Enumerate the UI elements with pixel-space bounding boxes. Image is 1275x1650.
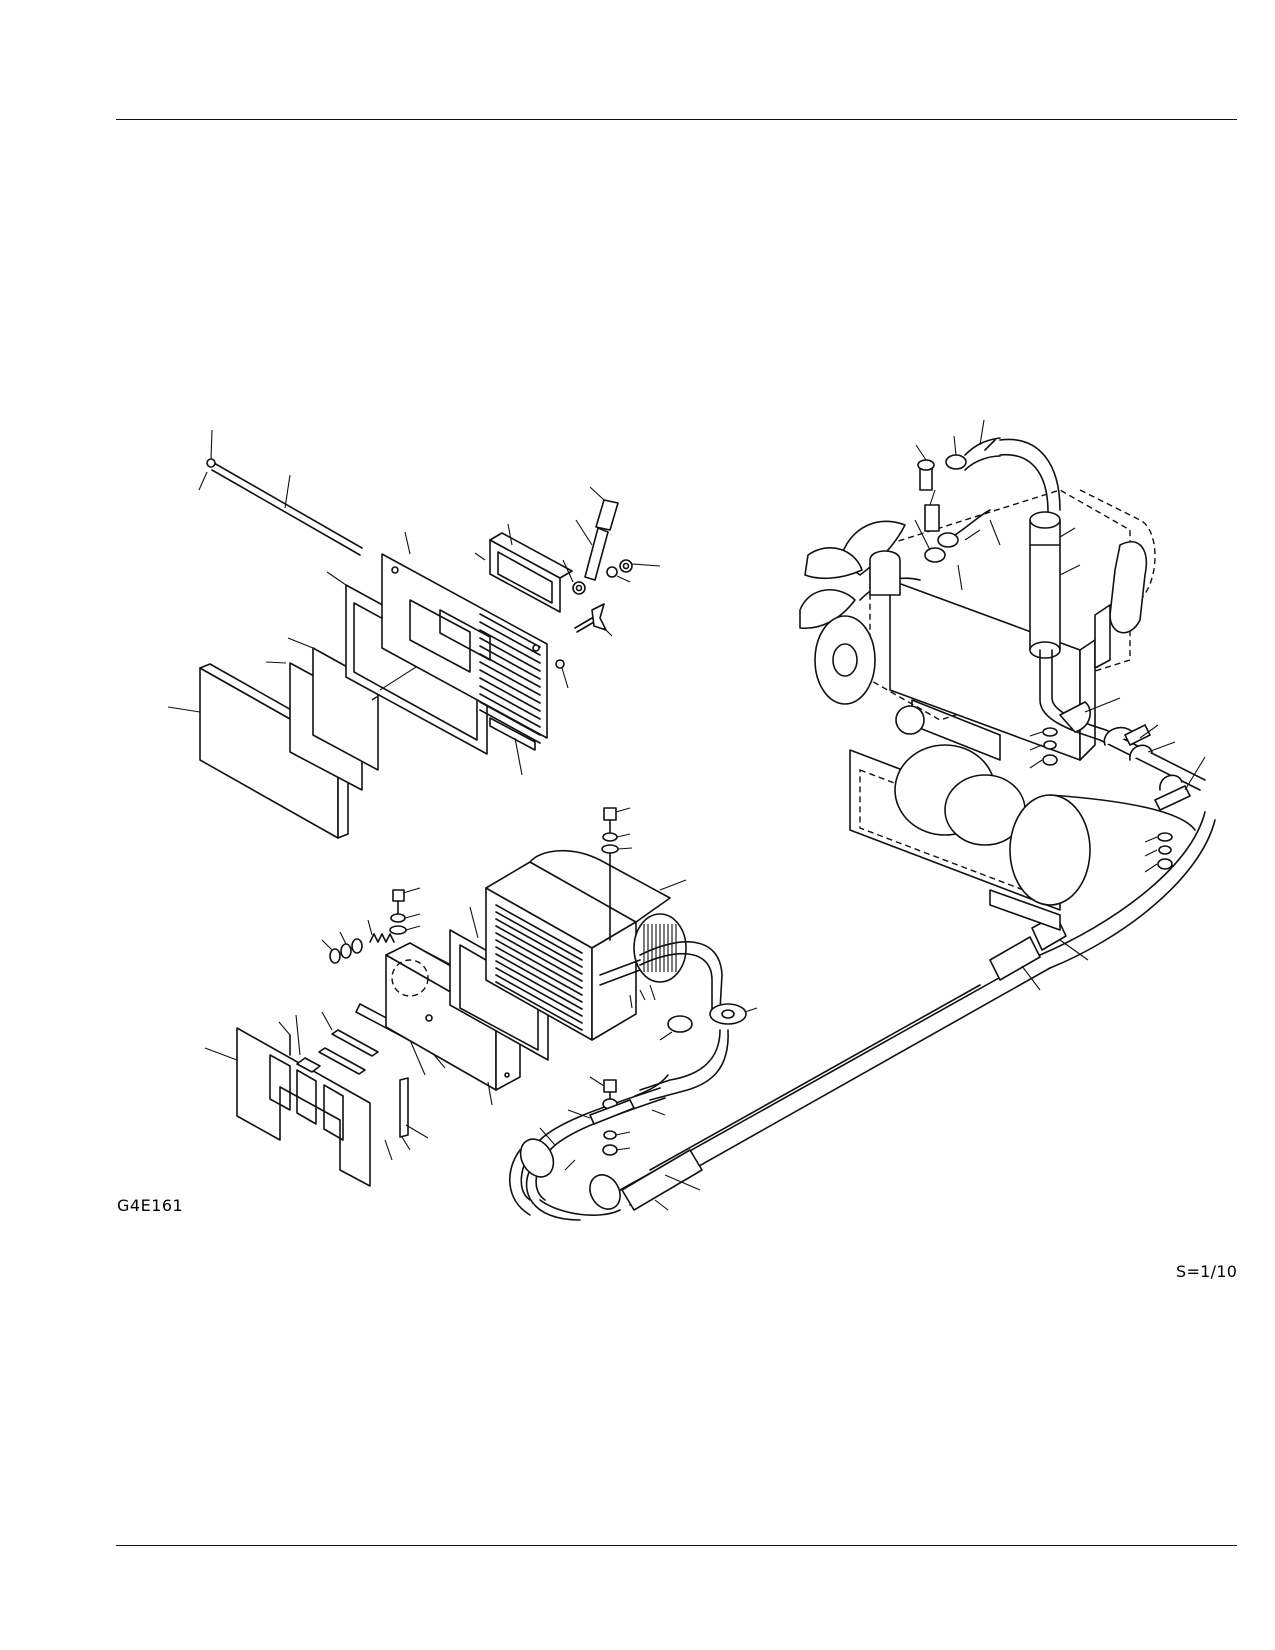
hose-bundle bbox=[509, 1074, 669, 1221]
blower-motor-drum bbox=[529, 849, 687, 983]
heater-core bbox=[485, 861, 637, 1041]
header-rule bbox=[116, 119, 1237, 120]
footer-rule bbox=[116, 1545, 1237, 1546]
lever-nuts bbox=[562, 559, 661, 595]
header-tank bbox=[1079, 489, 1156, 669]
screw-spring-set bbox=[321, 887, 421, 964]
small-box-frame bbox=[474, 523, 573, 613]
outlet-pipes bbox=[599, 941, 758, 1101]
engine-fittings bbox=[869, 419, 1001, 596]
engine-assembly bbox=[799, 419, 1206, 931]
cooling-fan bbox=[799, 520, 906, 705]
scale-label: S=1/10 bbox=[1176, 1262, 1238, 1281]
figure-code: G4E161 bbox=[117, 1196, 184, 1215]
blower-assembly bbox=[204, 807, 1216, 1221]
strip-bars bbox=[278, 1011, 379, 1075]
base-plate bbox=[204, 1027, 393, 1187]
lower-hose bbox=[1039, 649, 1206, 811]
top-hose bbox=[999, 438, 1061, 513]
top-bolt bbox=[601, 807, 633, 941]
small-nut bbox=[555, 659, 569, 689]
filter-panel-assembly bbox=[167, 429, 661, 839]
vertical-post bbox=[399, 1077, 429, 1151]
return-pipe bbox=[619, 811, 1216, 1211]
louvre-panel bbox=[381, 531, 548, 776]
right-washers-2 bbox=[1144, 832, 1173, 873]
engine-heads bbox=[894, 744, 1196, 906]
right-washers-1 bbox=[1029, 727, 1058, 769]
wing-bolt bbox=[574, 603, 613, 637]
long-rod-part bbox=[198, 429, 363, 556]
vertical-cylinder bbox=[1029, 511, 1081, 659]
lever-handle bbox=[575, 486, 619, 581]
